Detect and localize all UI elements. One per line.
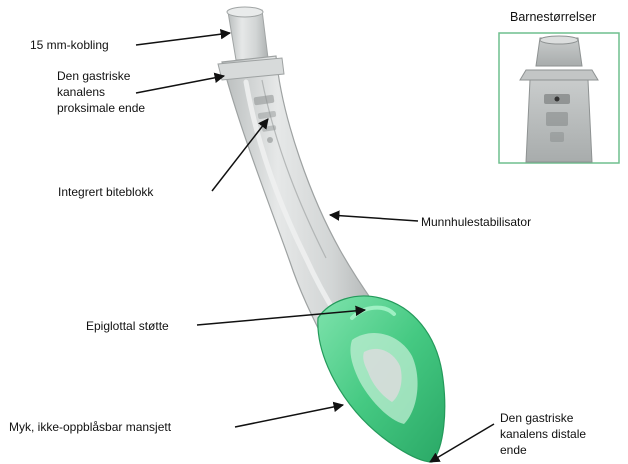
label-oral-stabilizer: Munnhulestabilisator [421, 214, 531, 230]
label-connector: 15 mm-kobling [30, 37, 109, 53]
connector-shape [228, 10, 268, 60]
arrow-gastric-proximal [136, 76, 224, 93]
tube-body-shape [222, 56, 380, 336]
label-gastric-proximal-2: kanalens [57, 84, 105, 100]
label-bite-block: Integrert biteblokk [58, 184, 153, 200]
inset-title: Barnestørrelser [510, 9, 596, 25]
label-epiglottic-support: Epiglottal støtte [86, 318, 169, 334]
label-gastric-proximal-1: Den gastriske [57, 68, 130, 84]
label-cuff: Myk, ikke-oppblåsbar mansjett [9, 419, 171, 435]
arrow-cuff [235, 405, 343, 427]
label-gastric-distal-3: ende [500, 442, 527, 458]
label-gastric-distal-1: Den gastriske [500, 410, 573, 426]
label-gastric-distal-2: kanalens distale [500, 426, 586, 442]
label-gastric-proximal-3: proksimale ende [57, 100, 145, 116]
arrow-oral-stabilizer [330, 215, 418, 221]
arrow-connector [136, 33, 230, 45]
